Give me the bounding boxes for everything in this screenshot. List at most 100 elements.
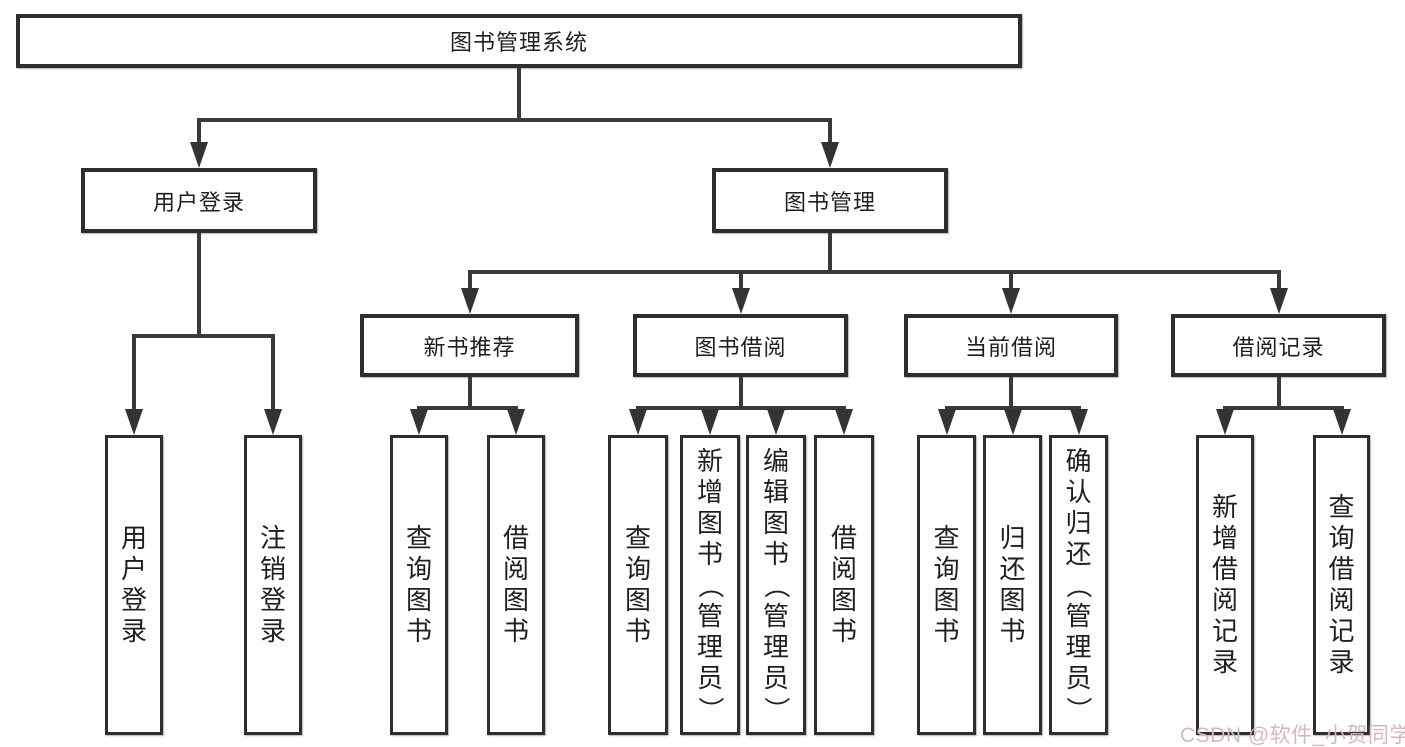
connector-line [467,270,1281,274]
label-char: 查 [624,523,651,553]
label-char: 查 [1328,492,1355,522]
label-char: （ [761,571,792,599]
label-char: 图 [999,585,1026,615]
arrowhead-down-icon [937,409,956,435]
label-char: ） [1063,695,1094,723]
node-borrow-4: 借阅图书 [814,435,874,735]
connector-line [271,336,275,411]
label-char: 书 [933,616,960,646]
label-char: 归 [999,523,1026,553]
label-char: 书 [624,616,651,646]
label-char: 认 [1065,476,1092,507]
label-char: 编 [762,445,789,476]
arrowhead-down-icon [125,409,143,435]
label-char: 录 [1328,647,1355,677]
connector-line [197,118,832,122]
arrowhead-down-icon [629,409,647,435]
connector-line [1009,272,1013,290]
label-char: 还 [1065,538,1092,569]
node-label-rec-2: 借阅图书 [503,523,529,647]
label-char: 询 [624,554,651,584]
node-label-recs: 借阅记录 [1232,334,1325,360]
label-char: 询 [405,554,432,584]
node-label-recs-2: 查询借阅记录 [1328,492,1354,678]
node-login-1: 用户登录 [105,435,163,735]
arrowhead-down-icon [264,409,282,435]
node-label-borrow: 图书借阅 [694,334,787,360]
label-char: 理 [696,631,723,662]
label-char: 图 [624,585,651,615]
connector-line [828,120,832,144]
label-char: 图 [830,585,857,615]
label-char: 阅 [1211,585,1238,615]
label-char: 借 [1211,554,1238,584]
label-char: 阅 [502,554,529,584]
connector-line [828,233,832,272]
node-label-borrow-4: 借阅图书 [831,523,857,647]
connector-line [1276,272,1281,290]
label-char: 登 [120,585,147,615]
arrowhead-down-icon [821,142,839,168]
node-label-rec: 新书推荐 [423,334,516,360]
node-login: 用户登录 [81,168,317,233]
node-label-borrow-2: 新增图书（管理员） [695,446,725,725]
label-char: 记 [1211,616,1238,646]
connector-line [1009,377,1013,408]
node-label-cur: 当前借阅 [964,334,1057,360]
node-label-borrow-3: 编辑图书（管理员） [761,445,792,725]
label-char: 辑 [762,476,789,507]
label-char: 还 [999,554,1026,584]
connector-line [467,377,472,408]
label-char: 录 [1211,647,1238,677]
label-char: 借 [830,523,857,553]
node-login-2: 注销登录 [244,435,302,735]
arrowhead-down-icon [835,409,853,435]
label-char: 借 [502,523,529,553]
label-char: 用 [120,523,147,553]
label-char: 查 [933,523,960,553]
node-cur-3: 确认归还（管理员） [1049,435,1108,735]
connector-line [1276,377,1281,408]
label-char: 录 [259,616,286,646]
node-rec: 新书推荐 [360,314,579,377]
arrowhead-down-icon [731,288,750,314]
node-label-root: 图书管理系统 [449,30,588,55]
label-char: 图 [502,585,529,615]
arrowhead-down-icon [1269,288,1288,314]
node-label-login-1: 用户登录 [121,523,147,647]
label-char: 书 [999,616,1026,646]
arrowhead-down-icon [1069,409,1088,435]
label-char: 新 [1211,492,1238,522]
label-char: 借 [1328,554,1355,584]
arrowhead-down-icon [410,409,428,435]
arrowhead-down-icon [701,409,719,435]
node-recs-2: 查询借阅记录 [1313,435,1370,735]
node-label-rec-1: 查询图书 [406,523,432,647]
label-char: 员 [762,662,789,693]
label-char: 管 [696,600,723,631]
label-char: 增 [696,476,723,507]
label-char: 查 [405,523,432,553]
label-char: 理 [762,631,789,662]
csdn-watermark: CSDN @软件_小贺同学 [1180,724,1405,747]
label-char: 书 [405,616,432,646]
connector-line [517,68,521,120]
node-label-cur-1: 查询图书 [933,523,959,647]
label-char: 询 [933,554,960,584]
node-mgmt: 图书管理 [712,168,948,233]
node-cur-2: 归还图书 [983,435,1042,735]
node-cur-1: 查询图书 [917,435,976,735]
connector-line [467,272,472,290]
label-char: 增 [1211,523,1238,553]
arrowhead-down-icon [190,142,208,168]
label-char: （ [1063,571,1094,599]
connector-line [417,406,518,410]
node-rec-1: 查询图书 [390,435,448,735]
label-char: 归 [1065,507,1092,538]
arrowhead-down-icon [1332,409,1351,435]
arrowhead-down-icon [1002,288,1020,314]
label-char: 员 [1065,662,1092,693]
node-label-login: 用户登录 [152,189,245,215]
label-char: 管 [762,600,789,631]
